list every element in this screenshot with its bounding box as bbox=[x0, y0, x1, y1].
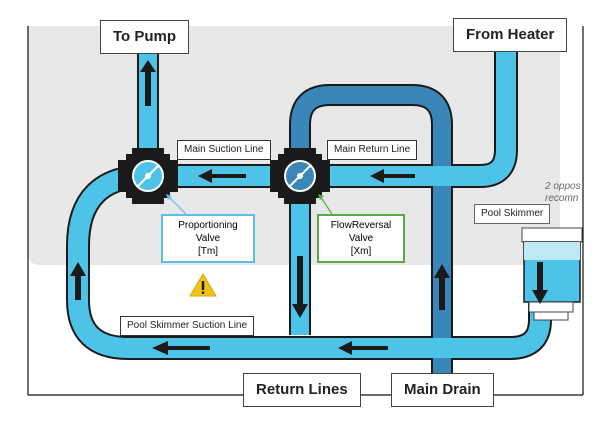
flow-reversal-pointer-head bbox=[318, 194, 324, 200]
pool-skimmer-label: Pool Skimmer bbox=[474, 204, 551, 224]
main-drain-label: Main Drain bbox=[391, 373, 494, 407]
flow-reversal-line2: Valve bbox=[348, 233, 374, 244]
from-heater-label: From Heater bbox=[453, 18, 568, 52]
flow-arrow-icon bbox=[70, 262, 86, 300]
flow-arrow-icon bbox=[532, 262, 548, 304]
proportioning-valve bbox=[118, 148, 178, 204]
flow-reversal-valve bbox=[270, 148, 330, 204]
main-return-line-label: Main Return Line bbox=[327, 140, 418, 160]
flow-arrow-icon bbox=[198, 169, 246, 183]
proportioning-line1: Proportioning bbox=[178, 220, 238, 231]
partial-note: 2 oppos recomn bbox=[545, 181, 581, 205]
partial-note-line2: recomn bbox=[545, 193, 579, 204]
proportioning-line3: [Tm] bbox=[198, 246, 218, 257]
warning-triangle-icon bbox=[189, 273, 217, 297]
flow-arrow-icon bbox=[370, 169, 415, 183]
main-return-line-pipe bbox=[291, 86, 451, 390]
flow-arrow-icon bbox=[434, 264, 450, 310]
flow-reversal-line1: FlowReversal bbox=[330, 220, 392, 231]
proportioning-pointer bbox=[167, 195, 187, 215]
flow-arrow-icon bbox=[152, 341, 210, 355]
flow-reversal-pointer bbox=[319, 195, 333, 215]
flow-arrow-icon bbox=[338, 341, 388, 355]
flow-arrows bbox=[70, 60, 548, 355]
flow-arrow-icon bbox=[140, 60, 156, 106]
proportioning-line2: Valve bbox=[195, 233, 221, 244]
return-lines-label: Return Lines bbox=[243, 373, 361, 407]
pool-skimmer-unit bbox=[521, 227, 583, 321]
flow-reversal-valve-label: FlowReversal Valve [Xm] bbox=[317, 214, 405, 263]
proportioning-valve-label: Proportioning Valve [Tm] bbox=[161, 214, 255, 263]
pool-skimmer-suction-line-label: Pool Skimmer Suction Line bbox=[120, 316, 255, 336]
to-pump-label: To Pump bbox=[100, 20, 190, 54]
main-suction-line-label: Main Suction Line bbox=[177, 140, 271, 160]
flow-arrow-icon bbox=[292, 256, 308, 318]
partial-note-line1: 2 oppos bbox=[545, 181, 581, 192]
flow-reversal-line3: [Xm] bbox=[350, 246, 372, 257]
main-suction-loop-pipe bbox=[68, 48, 550, 358]
proportioning-pointer-head bbox=[166, 194, 172, 200]
